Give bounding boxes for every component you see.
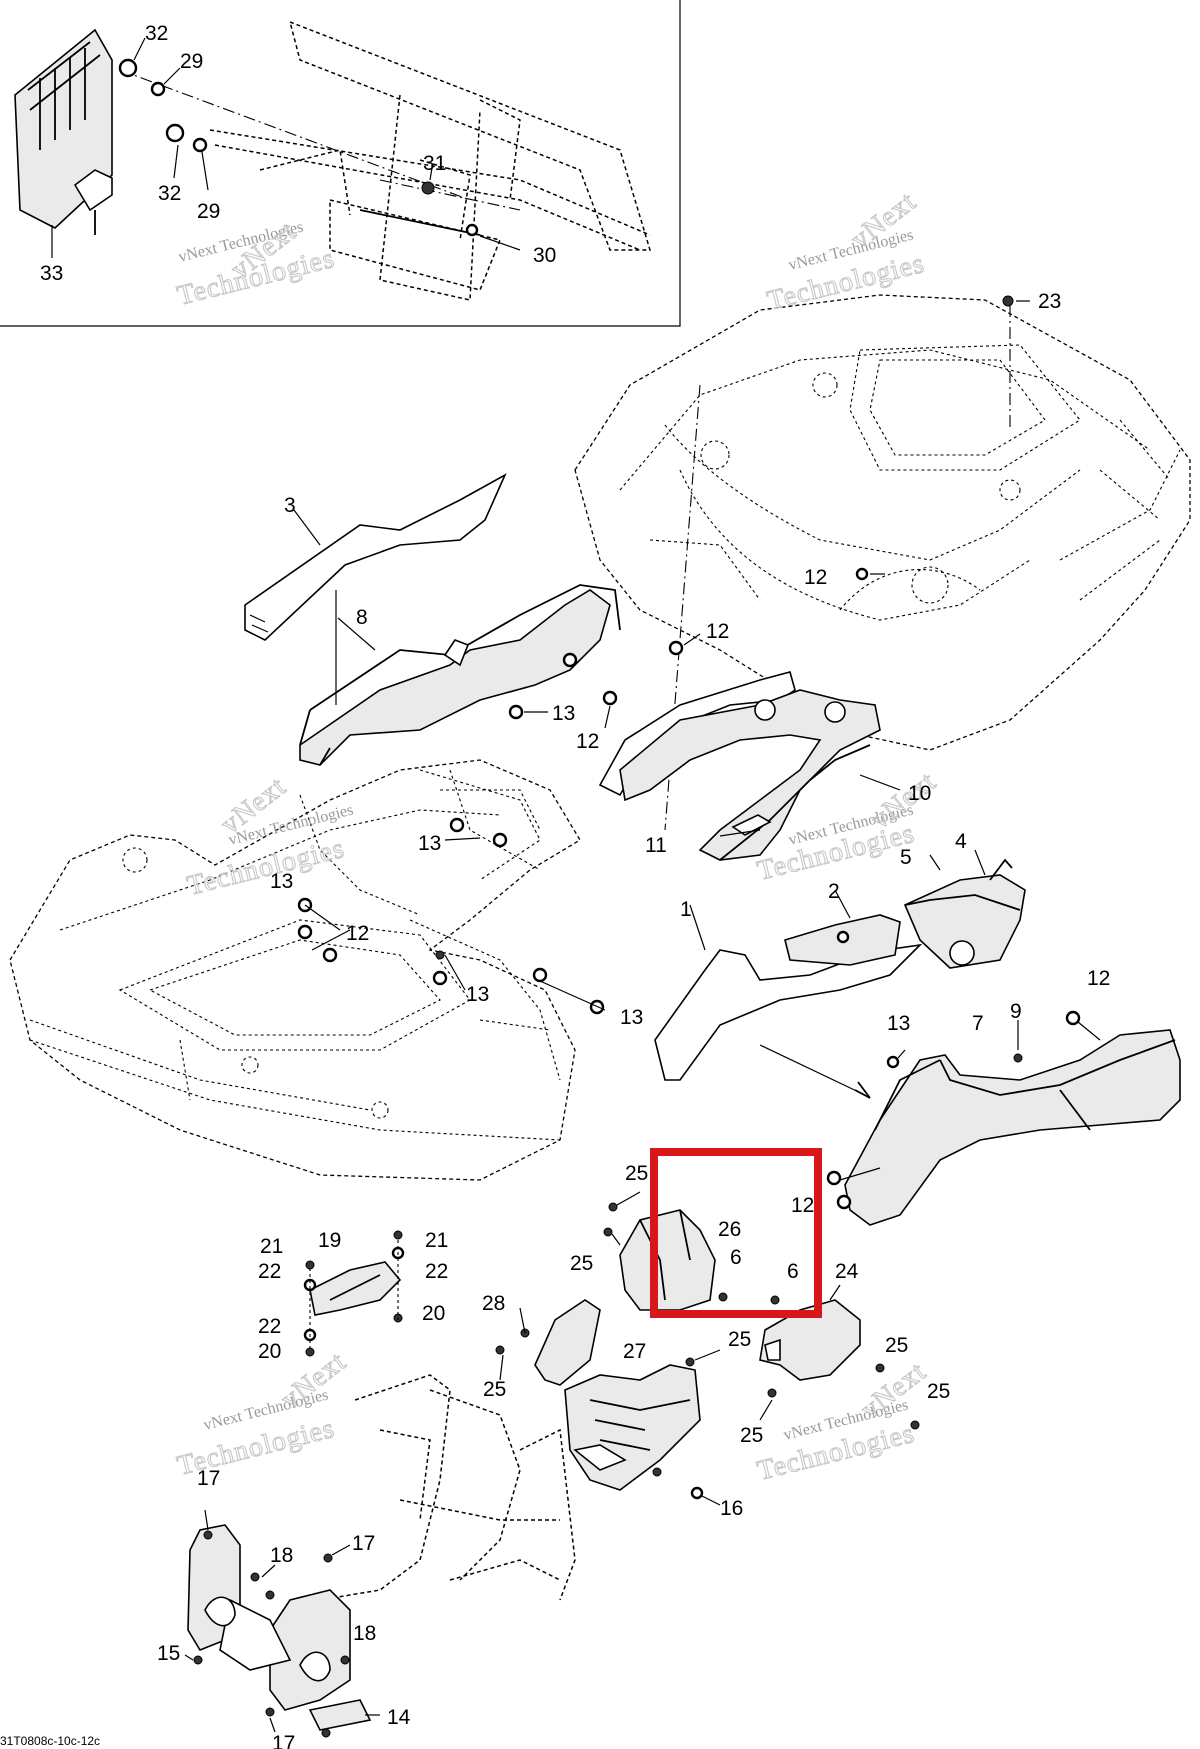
part-label-12: 12 [706,620,729,643]
rear-body-assembly [574,294,1191,831]
part-label-13: 13 [466,983,489,1006]
part-label-33: 33 [40,262,63,285]
part-label-19: 19 [318,1229,341,1252]
part-label-14: 14 [387,1706,411,1729]
part-label-2: 2 [828,880,840,903]
part-label-25: 25 [483,1378,506,1401]
part-label-1: 1 [680,898,692,921]
part-label-11: 11 [645,834,667,857]
part-label-18: 18 [353,1622,376,1645]
part-label-24: 24 [835,1260,859,1283]
part-label-32: 32 [145,22,168,45]
part-label-12: 12 [791,1194,814,1217]
part-label-25: 25 [885,1334,908,1357]
part-label-25: 25 [728,1328,751,1351]
part-label-29: 29 [180,50,203,73]
part-label-12: 12 [576,730,599,753]
part-label-17: 17 [272,1732,295,1749]
part-label-25: 25 [570,1252,593,1275]
part-label-9: 9 [1010,1000,1022,1023]
part-label-20: 20 [258,1340,281,1363]
part-label-12: 12 [346,922,369,945]
part-label-29: 29 [197,200,220,223]
part-label-8: 8 [356,606,368,629]
part-label-21: 21 [260,1235,283,1258]
part-label-22: 22 [258,1260,281,1283]
rear-inner-fender [598,671,901,861]
part-label-25: 25 [625,1162,648,1185]
part-label-6: 6 [730,1246,742,1269]
part-label-18: 18 [270,1544,293,1567]
part-label-25: 25 [927,1380,950,1403]
part-label-26: 26 [718,1218,741,1241]
part-label-31: 31 [423,152,446,175]
left-fender-parts [244,473,621,766]
drawing-code: 31T0808c-10c-12c [0,1734,100,1748]
part-label-6: 6 [787,1260,799,1283]
part-label-10: 10 [908,782,931,805]
part-label-21: 21 [425,1229,448,1252]
part-label-3: 3 [284,494,296,517]
front-body-assembly [9,759,606,1181]
part-label-20: 20 [422,1302,445,1325]
part-label-27: 27 [623,1340,646,1363]
part-label-23: 23 [1038,290,1061,313]
part-label-17: 17 [197,1467,220,1490]
part-label-5: 5 [900,846,912,869]
part-label-4: 4 [955,830,967,853]
part-labels: 32 29 32 29 31 30 33 23 3 12 8 12 13 12 … [40,22,1110,1749]
part-label-12: 12 [804,566,827,589]
part-label-22: 22 [258,1315,281,1338]
part-label-15: 15 [157,1642,180,1665]
part-label-25: 25 [740,1424,763,1447]
part-label-13: 13 [552,702,575,725]
inset-rear-rack-detail [0,0,681,327]
part-label-12: 12 [1087,967,1110,990]
part-label-30: 30 [533,244,556,267]
part-label-13: 13 [887,1012,910,1035]
part-label-13: 13 [418,832,441,855]
part-label-16: 16 [720,1497,743,1520]
lower-frame-guards [184,1191,920,1738]
part-label-22: 22 [425,1260,448,1283]
part-label-7: 7 [972,1012,984,1035]
part-label-17: 17 [352,1532,375,1555]
right-side-panel [826,1010,1181,1226]
part-label-13: 13 [620,1006,643,1029]
part-label-28: 28 [482,1292,505,1315]
side-panels-right [654,849,1026,1099]
part-label-32: 32 [158,182,181,205]
part-label-13: 13 [270,870,293,893]
highlight-box [650,1148,822,1318]
